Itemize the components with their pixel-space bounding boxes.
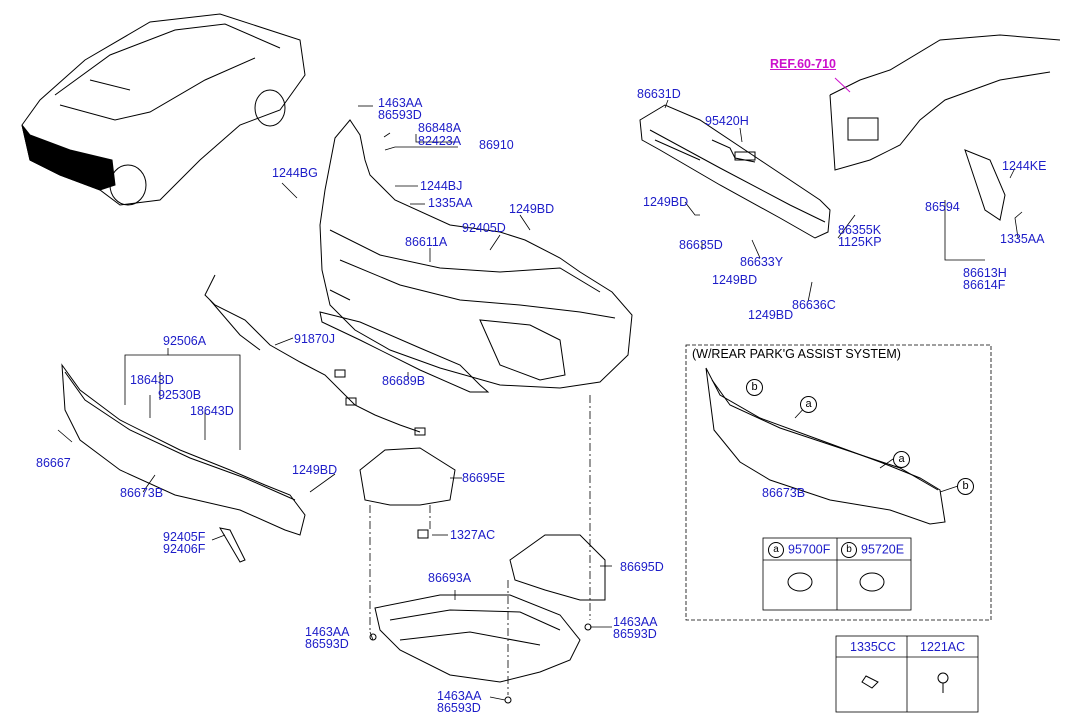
callout-b-1: b — [746, 379, 763, 396]
part-86695D: 86695D — [620, 560, 664, 574]
part-91870J: 91870J — [294, 332, 336, 346]
park-assist-fascia — [705, 367, 946, 525]
part-92405D: 92405D — [462, 221, 506, 235]
part-86593D-right: 86593D — [613, 627, 657, 641]
legend-b: b 95720E — [841, 542, 904, 558]
part-92530B: 92530B — [158, 388, 202, 402]
part-86633Y: 86633Y — [740, 255, 784, 269]
part-86593D-top: 86593D — [378, 108, 422, 122]
legend-b-circle: b — [841, 542, 857, 558]
trim-strip-86689B — [319, 311, 490, 393]
part-86689B: 86689B — [382, 374, 426, 388]
part-92506A: 92506A — [163, 334, 207, 348]
part-86673B: 86673B — [120, 486, 164, 500]
part-1463AA-left: 1463AA — [305, 625, 350, 639]
callout-a-1: a — [800, 396, 817, 413]
part-82423A: 82423A — [418, 134, 462, 148]
park-assist-box — [685, 344, 992, 621]
part-1249BD-c: 1249BD — [712, 273, 758, 287]
part-18643D-a: 18643D — [130, 373, 174, 387]
part-92406F: 92406F — [163, 542, 206, 556]
part-86910: 86910 — [479, 138, 514, 152]
legend-a-circle: a — [768, 542, 784, 558]
guard-86695D — [509, 534, 606, 601]
sensor-95420H — [734, 151, 756, 161]
fastener-header-1335CC: 1335CC — [850, 640, 896, 654]
part-86636C: 86636C — [792, 298, 836, 312]
under-cover-86693A — [374, 594, 581, 683]
part-86631D: 86631D — [637, 87, 681, 101]
legend-a-part: 95700F — [788, 542, 831, 557]
part-86667: 86667 — [36, 456, 71, 470]
part-95420H: 95420H — [705, 114, 749, 128]
part-1335AA-left: 1335AA — [428, 196, 473, 210]
part-86594: 86594 — [925, 200, 960, 214]
part-1244KE: 1244KE — [1002, 159, 1047, 173]
part-92405F: 92405F — [163, 530, 206, 544]
vehicle-illustration — [21, 13, 306, 206]
legend-b-part: 95720E — [861, 542, 905, 557]
rear-bumper-cover-86611A — [319, 119, 633, 389]
callout-a-2: a — [893, 451, 910, 468]
part-1335AA-right: 1335AA — [1000, 232, 1045, 246]
part-86611A: 86611A — [405, 235, 448, 249]
part-86848A: 86848A — [418, 121, 462, 135]
part-18643D-b: 18643D — [190, 404, 234, 418]
clip-1327AC — [417, 529, 429, 539]
part-1249BD-a: 1249BD — [509, 202, 555, 216]
part-1244BJ: 1244BJ — [420, 179, 463, 193]
fastener-header-1221AC: 1221AC — [920, 640, 966, 654]
part-1249BD-b: 1249BD — [643, 195, 689, 209]
park-assist-title: (W/REAR PARK'G ASSIST SYSTEM) — [692, 347, 901, 361]
lower-fascia-86673B — [61, 363, 306, 536]
part-86614F: 86614F — [963, 278, 1006, 292]
part-86593D-bottom: 86593D — [437, 701, 481, 715]
reflector-92405F — [219, 527, 246, 563]
part-1249BD-d: 1249BD — [748, 308, 794, 322]
part-86695E: 86695E — [462, 471, 506, 485]
part-1463AA-top: 1463AA — [378, 96, 423, 110]
ref-label[interactable]: REF.60-710 — [770, 57, 837, 71]
park-assist-part-86673B: 86673B — [762, 486, 806, 500]
body-panel-ref — [829, 34, 1061, 96]
part-1327AC: 1327AC — [450, 528, 496, 542]
part-1125KP: 1125KP — [838, 235, 882, 249]
part-1463AA-right: 1463AA — [613, 615, 658, 629]
legend-a: a 95700F — [768, 542, 830, 558]
part-1244BG: 1244BG — [272, 166, 318, 180]
part-1463AA-bottom: 1463AA — [437, 689, 482, 703]
part-86693A: 86693A — [428, 571, 472, 585]
part-86593D-left: 86593D — [305, 637, 349, 651]
guard-86695E — [359, 447, 456, 506]
part-86355K: 86355K — [838, 223, 882, 237]
part-86613H: 86613H — [963, 266, 1007, 280]
bracket-86613H — [964, 149, 1006, 221]
part-1249BD-e: 1249BD — [292, 463, 338, 477]
part-86635D: 86635D — [679, 238, 723, 252]
rear-beam-86631D — [639, 104, 831, 239]
callout-b-2: b — [957, 478, 974, 495]
connector-95420H — [711, 139, 756, 163]
